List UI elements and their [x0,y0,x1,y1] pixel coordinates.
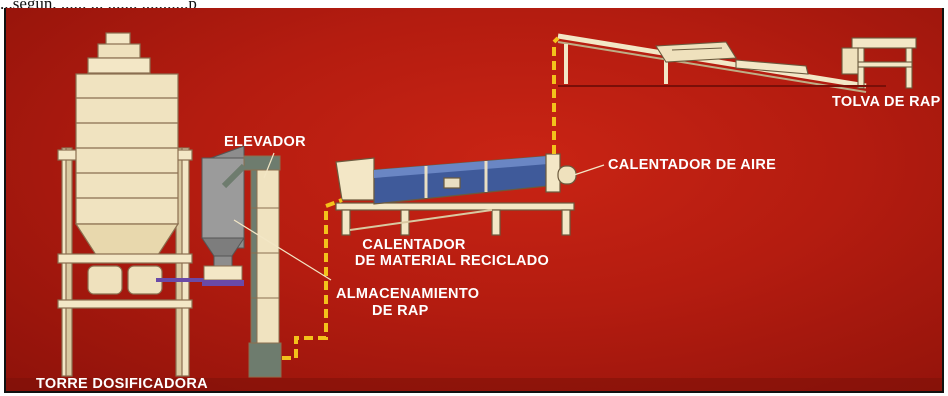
leader-elevador [263,152,275,179]
rap-feed-hopper-conveyors [557,33,917,93]
label-tolva-rap: TOLVA DE RAP [832,94,941,110]
flow-line-hopper-to-heater [552,36,560,154]
label-calentador-material-line2: DE MATERIAL RECICLADO [355,253,549,269]
floor-shadow [6,378,942,391]
material-flow-lines [282,36,560,360]
plant-diagram-svg: ELEVADOR CALENTADOR DE AIRE TOLVA DE RAP… [6,32,942,392]
label-calentador-material-line1: CALENTADOR [362,237,466,253]
rap-storage-silo [201,145,245,286]
label-calentador-aire: CALENTADOR DE AIRE [608,157,776,173]
label-elevador: ELEVADOR [224,134,306,150]
label-almacenamiento-line2: DE RAP [372,303,429,319]
top-caption-fragment: ...segun, ...... ... ....... ...........… [0,0,197,10]
batching-tower [57,32,241,377]
process-diagram: ELEVADOR CALENTADOR DE AIRE TOLVA DE RAP… [4,8,944,393]
flow-line-elevator-to-heater [282,198,343,360]
label-torre-dosificadora: TORRE DOSIFICADORA [36,376,208,392]
label-almacenamiento-line1: ALMACENAMIENTO [336,286,479,302]
leader-calentador-aire [573,164,605,176]
rap-heater-drum [335,153,577,236]
leader-almacenamiento [233,219,332,281]
bucket-elevator [221,155,282,378]
leader-lines [233,152,605,281]
